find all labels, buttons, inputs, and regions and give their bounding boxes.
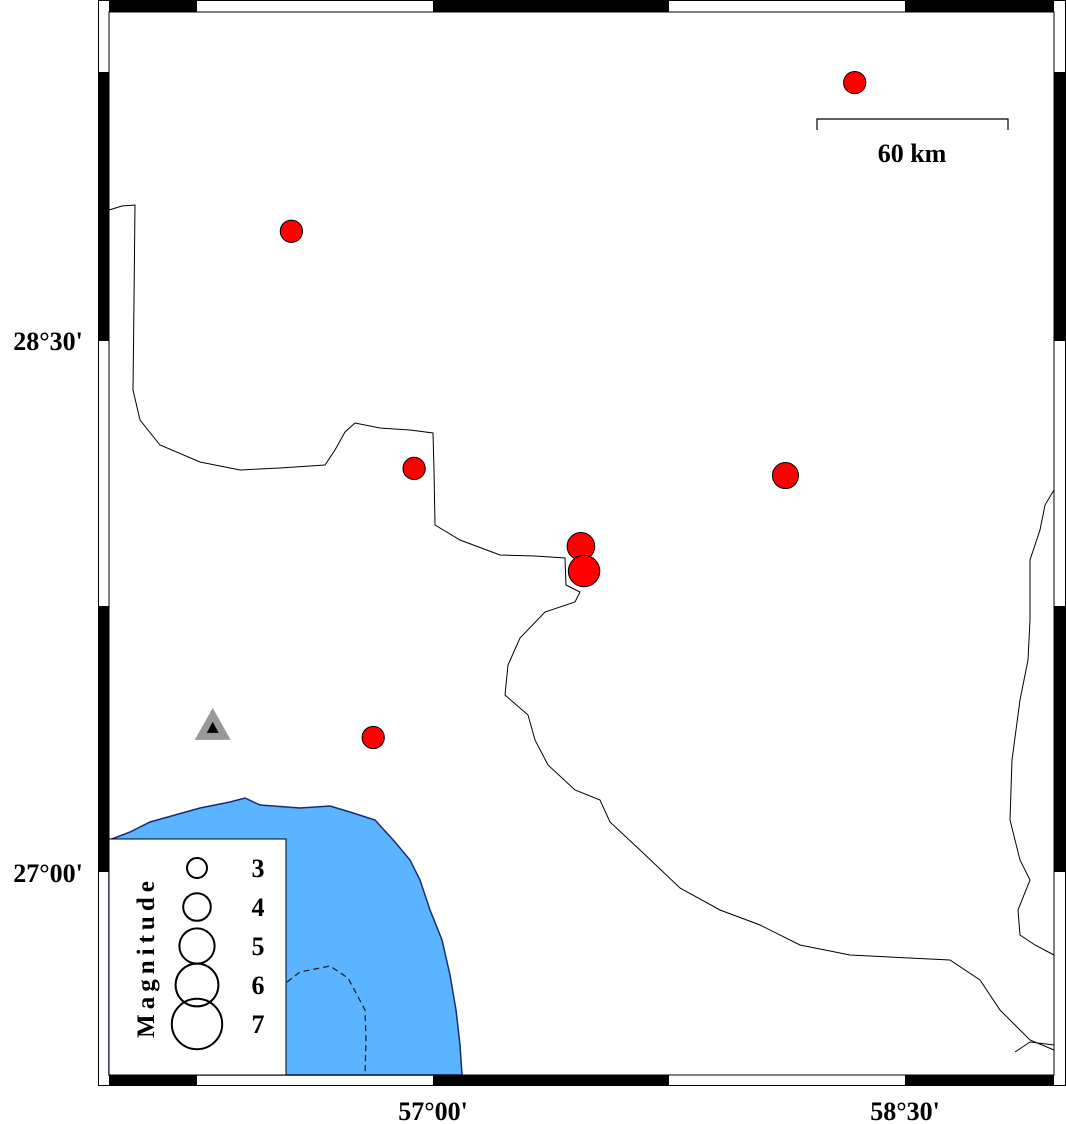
scale-bar-label: 60 km <box>878 139 947 168</box>
earthquake-event <box>279 219 304 243</box>
earthquake-event <box>567 554 601 588</box>
earthquake-event <box>361 725 385 750</box>
legend: Magnitude 3 4 5 6 7 <box>108 838 287 1076</box>
legend-label: 4 <box>252 893 265 922</box>
lat-label-28-30: 28°30' <box>13 327 83 356</box>
legend-label: 5 <box>252 932 265 961</box>
stations-layer <box>194 707 231 740</box>
legend-label: 6 <box>252 971 265 1000</box>
lon-label-57-00: 57°00' <box>398 1097 468 1124</box>
earthquake-event <box>402 456 426 481</box>
lat-label-27-00: 27°00' <box>13 859 83 888</box>
legend-label: 3 <box>252 854 265 883</box>
earthquake-event <box>843 70 867 95</box>
border-line <box>108 204 1055 1051</box>
map-frame <box>98 0 1066 1086</box>
maritime-boundary <box>286 965 367 1076</box>
events-layer <box>279 70 867 750</box>
legend-circle <box>174 962 220 1008</box>
legend-circle <box>170 997 224 1051</box>
lon-label-58-30: 58°30' <box>870 1097 940 1124</box>
legend-label: 7 <box>252 1010 265 1039</box>
legend-circle <box>182 892 212 922</box>
border-line <box>1009 489 1055 956</box>
station-marker <box>206 721 219 733</box>
legend-title: Magnitude <box>133 876 160 1038</box>
border-line <box>1014 1041 1055 1053</box>
earthquake-event <box>771 461 800 490</box>
borders <box>108 204 1055 1053</box>
legend-circle <box>186 857 208 879</box>
scale-bar <box>816 118 1009 130</box>
